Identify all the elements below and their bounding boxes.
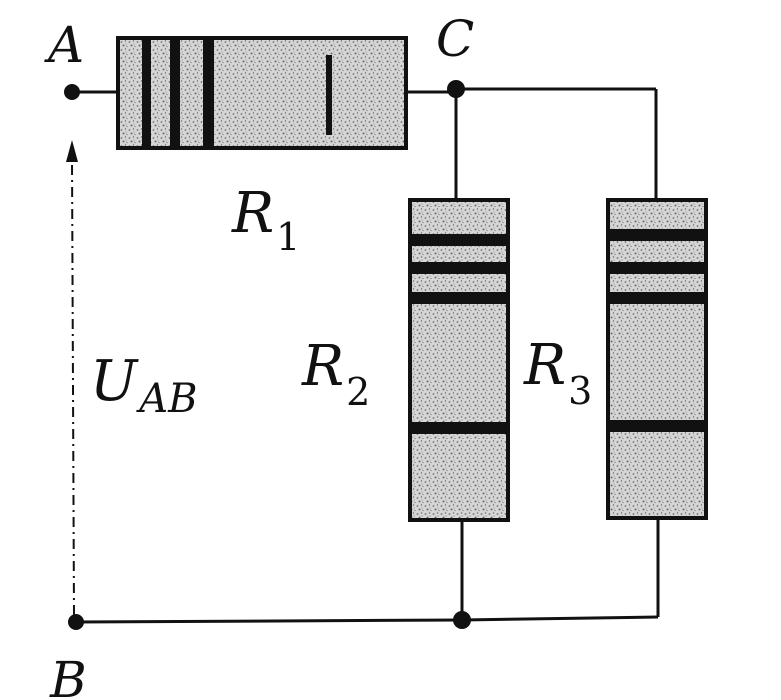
node-c-dot <box>447 80 465 98</box>
resistor-r1 <box>116 36 408 150</box>
r2-label-sub: 2 <box>346 370 370 414</box>
voltage-arrow <box>66 140 78 616</box>
wires <box>72 87 660 624</box>
resistor-r3-body <box>606 198 708 520</box>
node-c-label: C <box>436 10 474 68</box>
u-ab-label: UAB <box>90 349 197 422</box>
wire-bottom-r3 <box>461 615 659 622</box>
node-b-label: B <box>49 651 87 700</box>
resistor-r1-band-2 <box>170 40 180 146</box>
r1-label-main: R <box>231 181 274 246</box>
resistor-r1-band-3 <box>203 40 214 146</box>
r3-label: R3 <box>523 333 592 413</box>
junctions <box>64 80 471 630</box>
resistor-r1-band-4 <box>326 55 332 135</box>
r2-label-main: R <box>301 334 344 399</box>
r2-label: R2 <box>301 334 370 414</box>
node-a-dot <box>64 84 80 100</box>
voltage-arrow-line <box>71 159 75 616</box>
wire-b-bottom <box>75 618 463 624</box>
resistor-r3-band-3 <box>610 292 704 304</box>
u-ab-label-sub: AB <box>135 376 197 422</box>
resistor-r3-band-4 <box>610 420 704 432</box>
r3-label-sub: 3 <box>568 369 592 413</box>
r3-label-main: R <box>523 333 566 398</box>
node-a-label: A <box>44 16 84 74</box>
node-b-dot <box>68 614 84 630</box>
r1-label-sub: 1 <box>276 215 300 259</box>
resistor-r2 <box>408 198 510 522</box>
resistor-r3-band-2 <box>610 262 704 274</box>
u-ab-label-main: U <box>90 349 139 414</box>
resistor-r3 <box>606 198 708 520</box>
voltage-arrow-head <box>66 140 78 162</box>
resistor-r2-band-1 <box>412 234 506 246</box>
resistor-r2-band-2 <box>412 262 506 274</box>
bottom-junction-dot <box>453 611 471 629</box>
resistor-r2-body <box>408 198 510 522</box>
resistor-r2-band-3 <box>412 292 506 304</box>
resistor-r1-band-1 <box>142 40 151 146</box>
resistor-r3-band-1 <box>610 229 704 241</box>
r1-label: R1 <box>231 181 300 259</box>
resistor-r1-body <box>116 36 408 150</box>
resistor-r2-band-4 <box>412 422 506 434</box>
